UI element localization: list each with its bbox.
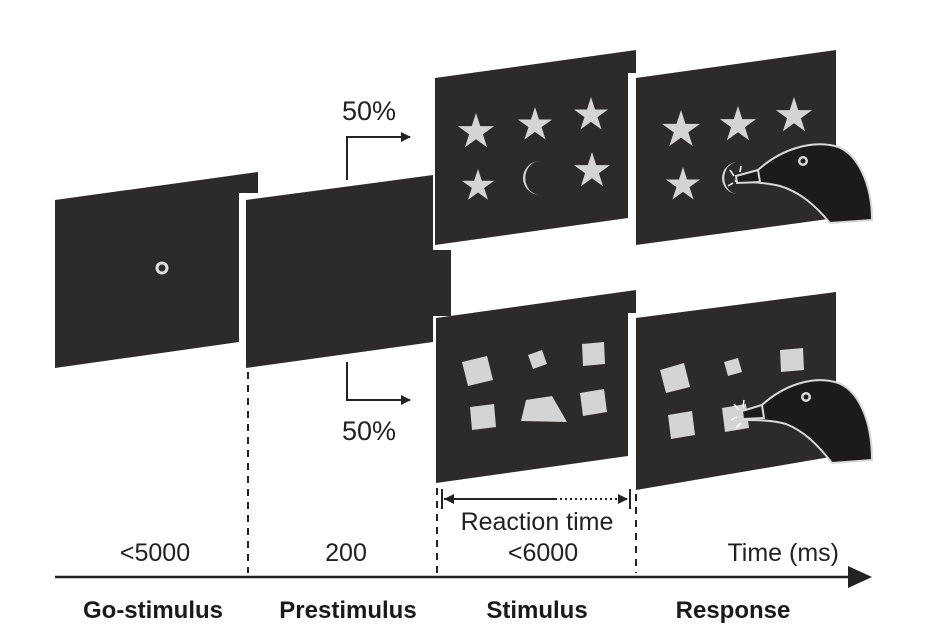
square-icon (462, 356, 493, 386)
phase-dividers (247, 372, 637, 573)
lower-branch-arrow (346, 362, 411, 405)
phase-label-response: Response (676, 597, 791, 624)
trapezoid-icon (521, 396, 567, 422)
crescent-icon (722, 162, 738, 194)
lower-stimulus-screen (436, 290, 636, 483)
lower-response-screen (636, 292, 874, 490)
upper-branch-arrow (346, 132, 411, 180)
phase-label-stimulus: Stimulus (486, 597, 587, 624)
crow-head-icon (727, 143, 874, 225)
time-axis-arrow (55, 566, 872, 588)
upper-stimulus-screen (435, 50, 636, 245)
prestimulus-screen (246, 175, 451, 368)
time-axis-label: Time (ms) (727, 539, 839, 567)
go-stimulus-duration: <5000 (120, 539, 190, 567)
square-icon (582, 342, 605, 366)
upper-percent-label: 50% (342, 96, 396, 126)
reaction-time-label: Reaction time (461, 508, 614, 536)
go-stimulus-screen (55, 172, 258, 368)
crow-head-icon (730, 379, 874, 465)
square-icon (528, 350, 547, 369)
square-icon (660, 363, 690, 393)
stimulus-duration: <6000 (508, 539, 578, 567)
square-icon (724, 358, 742, 376)
square-icon (780, 348, 804, 372)
square-icon (470, 404, 496, 430)
upper-response-screen (636, 50, 874, 245)
square-icon (668, 411, 695, 439)
square-icon (580, 389, 607, 416)
reaction-time-bracket (441, 489, 631, 509)
ring-icon (155, 261, 169, 275)
phase-label-prestimulus: Prestimulus (279, 597, 416, 624)
prestimulus-duration: 200 (325, 539, 367, 567)
lower-percent-label: 50% (342, 416, 396, 446)
phase-label-go-stimulus: Go-stimulus (83, 597, 223, 624)
